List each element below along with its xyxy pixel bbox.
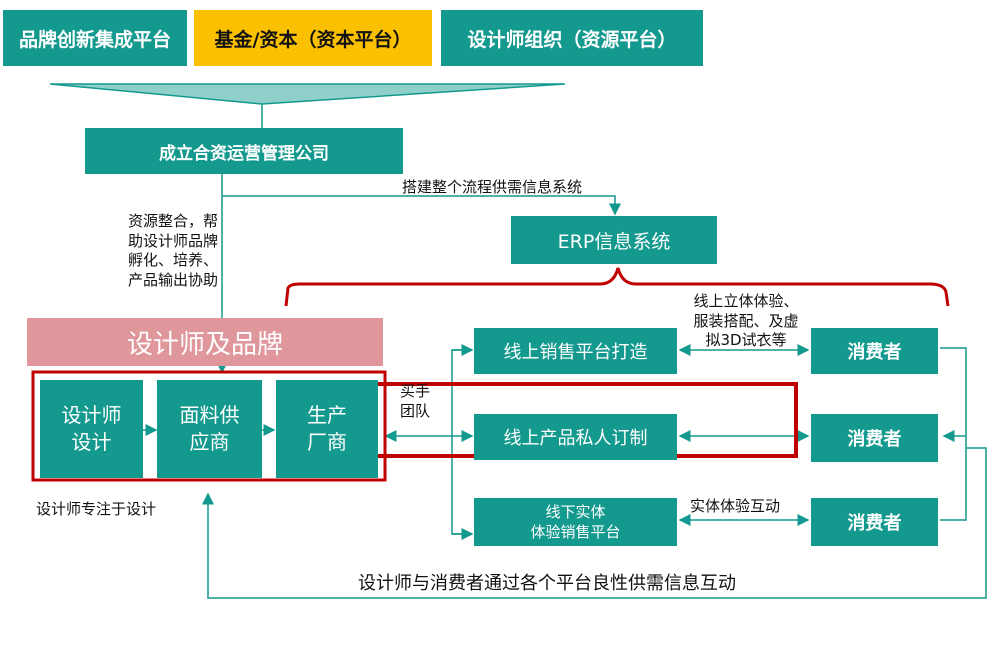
merge-chevron (49, 83, 566, 105)
designer-design-label: 设计师 设计 (61, 403, 122, 454)
bottom-interaction-label: 设计师与消费者通过各个平台良性供需信息互动 (358, 573, 736, 594)
info-system-arrow (222, 195, 621, 216)
offline-platform-box: 线下实体 体验销售平台 (474, 498, 677, 546)
consumer-box-3: 消费者 (811, 498, 938, 546)
consumer-box-2: 消费者 (811, 414, 938, 462)
jv-company-box: 成立合资运营管理公司 (85, 128, 403, 174)
jv-company-label: 成立合资运营管理公司 (159, 143, 329, 164)
capital-platform-label: 基金/资本（资本平台） (214, 28, 412, 51)
factory-box: 生产 厂商 (276, 380, 378, 478)
resources-label: 资源整合，帮 助设计师品牌 孵化、培养、 产品输出协助 (127, 212, 218, 289)
brand-platform-label: 品牌创新集成平台 (18, 28, 171, 51)
offline-interaction-label: 实体体验互动 (690, 497, 781, 515)
offline-platform-label: 线下实体 体验销售平台 (530, 502, 621, 541)
consumer-label-1: 消费者 (847, 342, 902, 363)
fabric-supplier-label: 面料供 应商 (179, 403, 240, 454)
online-custom-label: 线上产品私人订制 (503, 428, 648, 449)
erp-bracket (284, 267, 950, 307)
online-platform-box: 线上销售平台打造 (474, 328, 677, 374)
designer-brand-label: 设计师及品牌 (126, 329, 283, 360)
online-custom-box: 线上产品私人订制 (474, 414, 677, 460)
consumer-label-2: 消费者 (847, 429, 902, 450)
feedback-loop-arrow (202, 447, 987, 599)
consumer-box-1: 消费者 (811, 328, 938, 374)
designer-design-box: 设计师 设计 (40, 380, 143, 478)
brand-platform-box: 品牌创新集成平台 (3, 10, 187, 66)
consumer-label-3: 消费者 (847, 513, 902, 534)
online-platform-label: 线上销售平台打造 (503, 342, 648, 363)
designer-focus-label: 设计师专注于设计 (36, 500, 157, 518)
fabric-supplier-box: 面料供 应商 (157, 380, 262, 478)
erp-box: ERP信息系统 (511, 216, 717, 264)
designer-org-platform-box: 设计师组织（资源平台） (441, 10, 703, 66)
online-features-label: 线上立体体验、 服装搭配、及虚 拟3D试衣等 (693, 292, 799, 349)
erp-label: ERP信息系统 (557, 230, 671, 253)
factory-label: 生产 厂商 (307, 403, 347, 454)
designer-brand-banner: 设计师及品牌 (27, 318, 383, 366)
info-system-label: 搭建整个流程供需信息系统 (402, 178, 583, 196)
capital-platform-box: 基金/资本（资本平台） (194, 10, 432, 66)
buyer-team-label: 买手 团队 (400, 382, 431, 420)
production-chain-outline (31, 370, 387, 482)
designer-org-platform-label: 设计师组织（资源平台） (467, 28, 677, 51)
